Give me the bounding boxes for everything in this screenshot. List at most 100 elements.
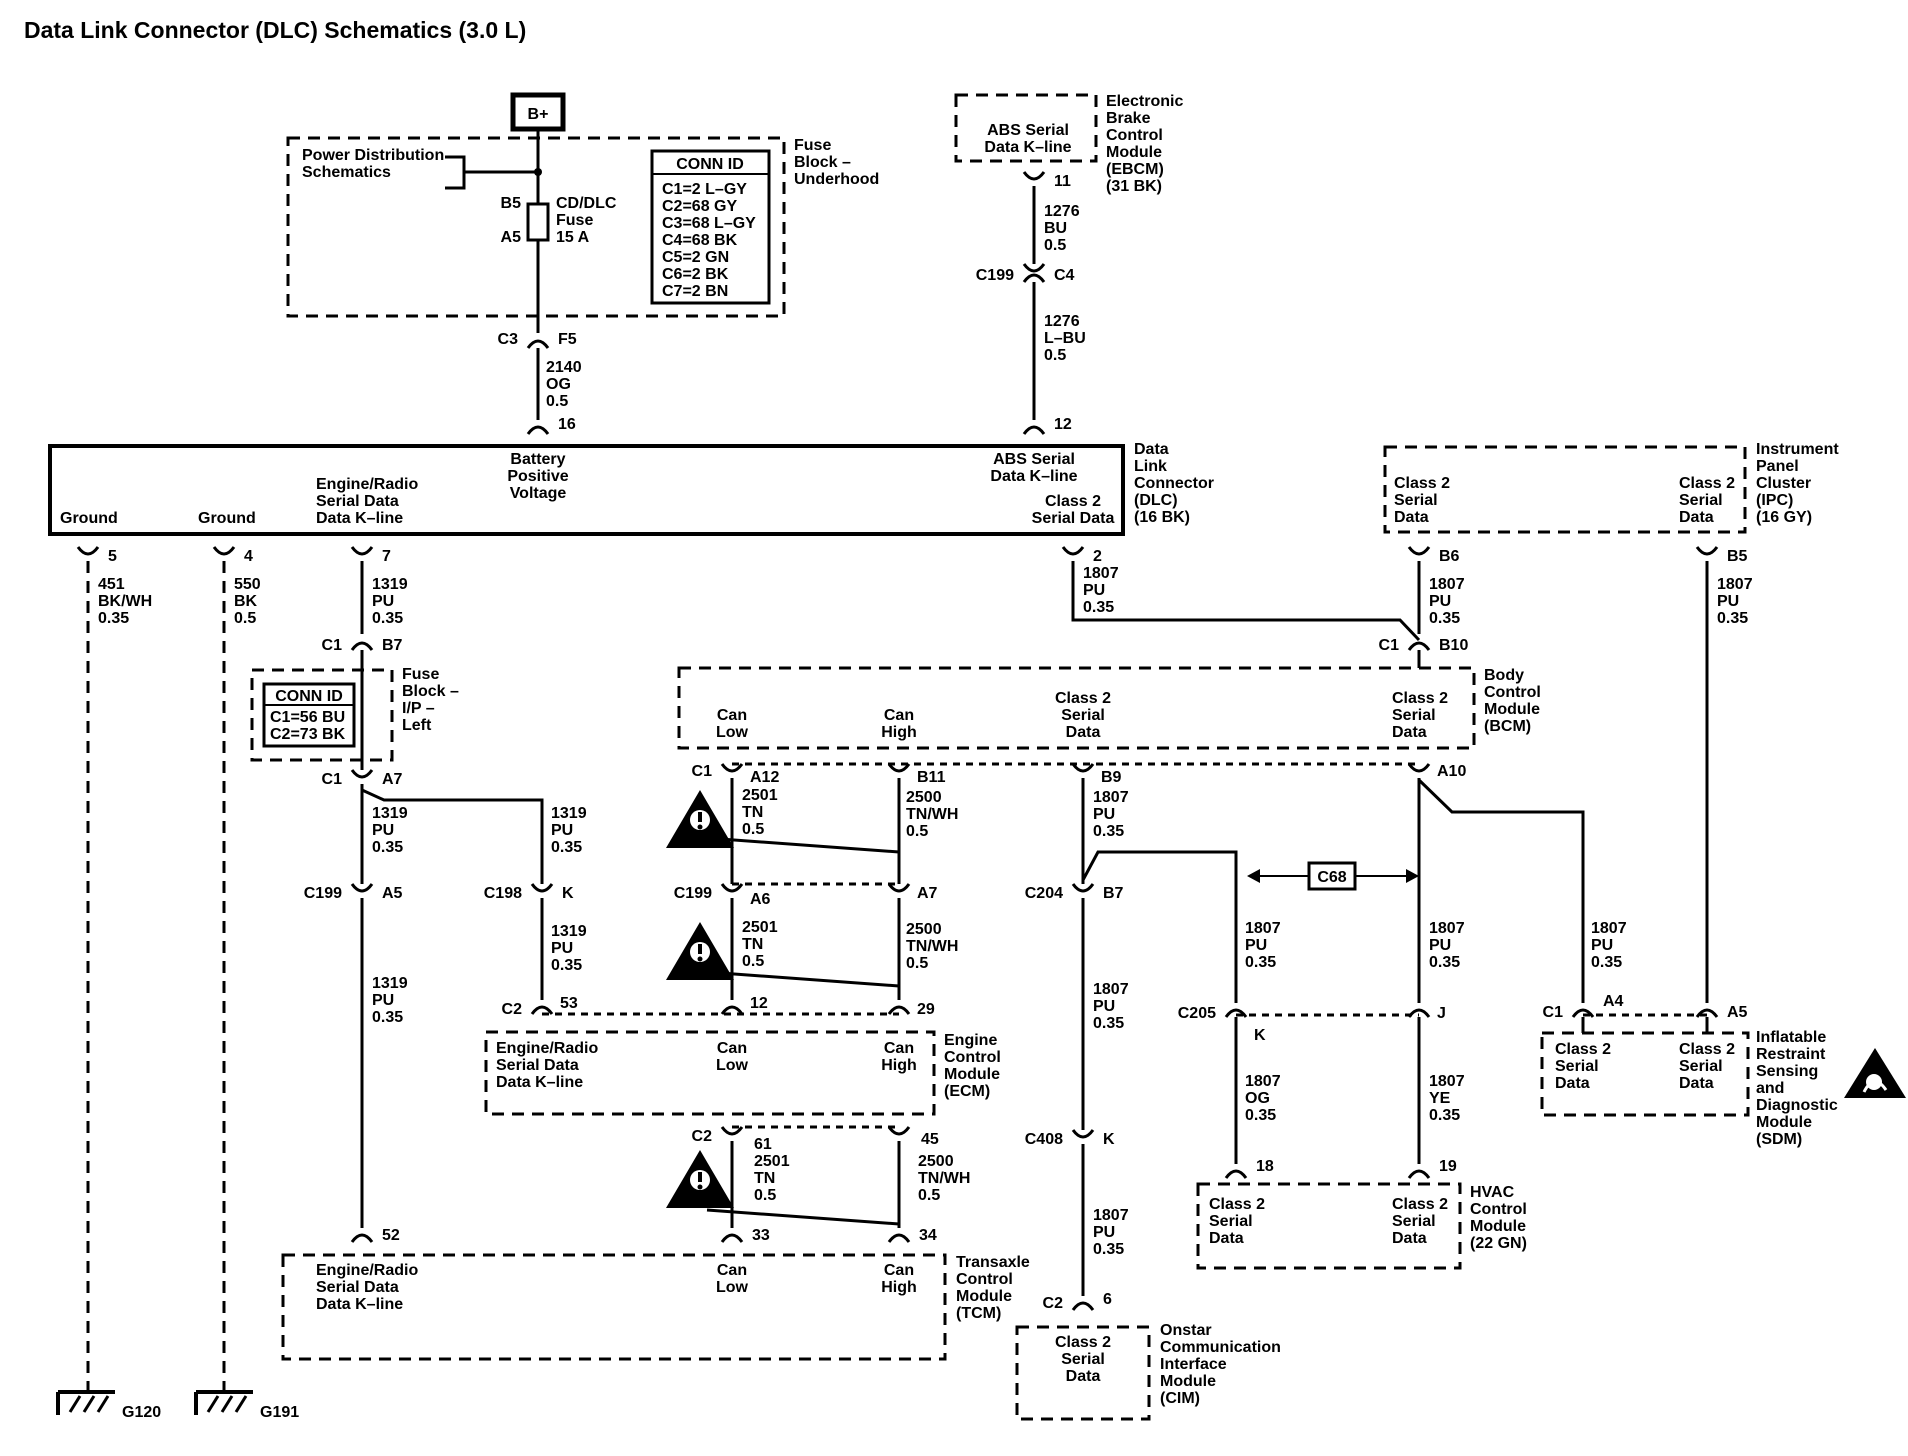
c205-k — [1224, 1008, 1248, 1018]
bcm-pin-a10 — [1407, 763, 1431, 773]
connector-c2-6 — [1071, 1301, 1095, 1311]
hvac-pin-19 — [1407, 1169, 1431, 1179]
connector-label: B10 — [1439, 637, 1468, 654]
connector-label: C1 — [692, 763, 713, 780]
connector-label: K — [1103, 1131, 1115, 1148]
sdm-box — [1540, 1031, 1750, 1117]
pin-label: 18 — [1256, 1158, 1274, 1175]
twisted-pair-mark — [706, 836, 900, 854]
b-plus-label: B+ — [528, 106, 549, 123]
dlc-pin-7 — [350, 546, 374, 556]
caution-triangle-icon — [666, 790, 734, 848]
ground-icon — [194, 1390, 253, 1415]
fuse-block-ip-left — [250, 668, 394, 762]
connector-label: C2 — [692, 1128, 713, 1145]
conn-id-table-ip — [262, 682, 356, 748]
tcm-box — [281, 1253, 947, 1361]
ebcm-pin-11 — [1022, 171, 1046, 181]
bcm-box — [677, 666, 1476, 750]
connector-label: C199 — [976, 267, 1014, 284]
c199-pin-a6 — [720, 883, 744, 893]
dlc-pin-2 — [1061, 546, 1085, 556]
ground-icon — [56, 1390, 115, 1415]
connector-label: C2 — [1043, 1295, 1064, 1312]
pin-label: 5 — [108, 548, 117, 565]
dlc-ground-2: Ground — [198, 510, 256, 527]
cim-box — [1015, 1325, 1151, 1421]
fuse-pin-a5: A5 — [501, 229, 522, 246]
ebcm-box — [954, 93, 1098, 163]
fuse-pin-b5: B5 — [501, 195, 522, 212]
pin-label: 2 — [1093, 548, 1102, 565]
class2-wire-to-sdm — [1417, 778, 1585, 1003]
connector-label: C204 — [1025, 885, 1063, 902]
pin-label: 45 — [921, 1131, 939, 1148]
fuse-symbol — [526, 202, 550, 242]
sdm-pin-a4 — [1571, 1008, 1595, 1018]
pin-label: A10 — [1437, 763, 1466, 780]
connector-label: C199 — [304, 885, 342, 902]
pin-label: 19 — [1439, 1158, 1457, 1175]
twisted-pair-mark — [706, 970, 900, 988]
twisted-pair-mark — [706, 1208, 900, 1226]
c199-pin-a7 — [887, 883, 911, 893]
pin-label: 11 — [1054, 173, 1071, 190]
dlc-box — [48, 444, 1125, 536]
connector-label: F5 — [558, 331, 577, 348]
connector-label: C205 — [1178, 1005, 1216, 1022]
connector-label: C408 — [1025, 1131, 1063, 1148]
connector-c1-a7 — [350, 769, 374, 779]
ground-g191-label: G191 — [260, 1404, 299, 1421]
connector-label: C4 — [1054, 267, 1075, 284]
class2-wire-to-c205 — [1081, 850, 1238, 1003]
pin-label: A4 — [1603, 993, 1624, 1010]
ecm-pin-29 — [887, 1005, 911, 1015]
connector-label: K — [562, 885, 574, 902]
pin-label: B6 — [1439, 548, 1460, 565]
tcm-pin-33 — [720, 1233, 744, 1243]
ground-g120-label: G120 — [122, 1404, 161, 1421]
ipc-box — [1383, 445, 1747, 534]
connector-c1-b7 — [350, 641, 374, 651]
ipc-pin-b6 — [1407, 546, 1431, 556]
connector-label: C198 — [484, 885, 522, 902]
wire-1807-dlc-pin2 — [1071, 561, 1421, 642]
connector-label: C1 — [322, 771, 343, 788]
connector-c199-c4 — [1022, 273, 1046, 283]
pin-label: 12 — [1054, 416, 1072, 433]
pin-label: 7 — [382, 548, 391, 565]
pin-label: 33 — [752, 1227, 770, 1244]
